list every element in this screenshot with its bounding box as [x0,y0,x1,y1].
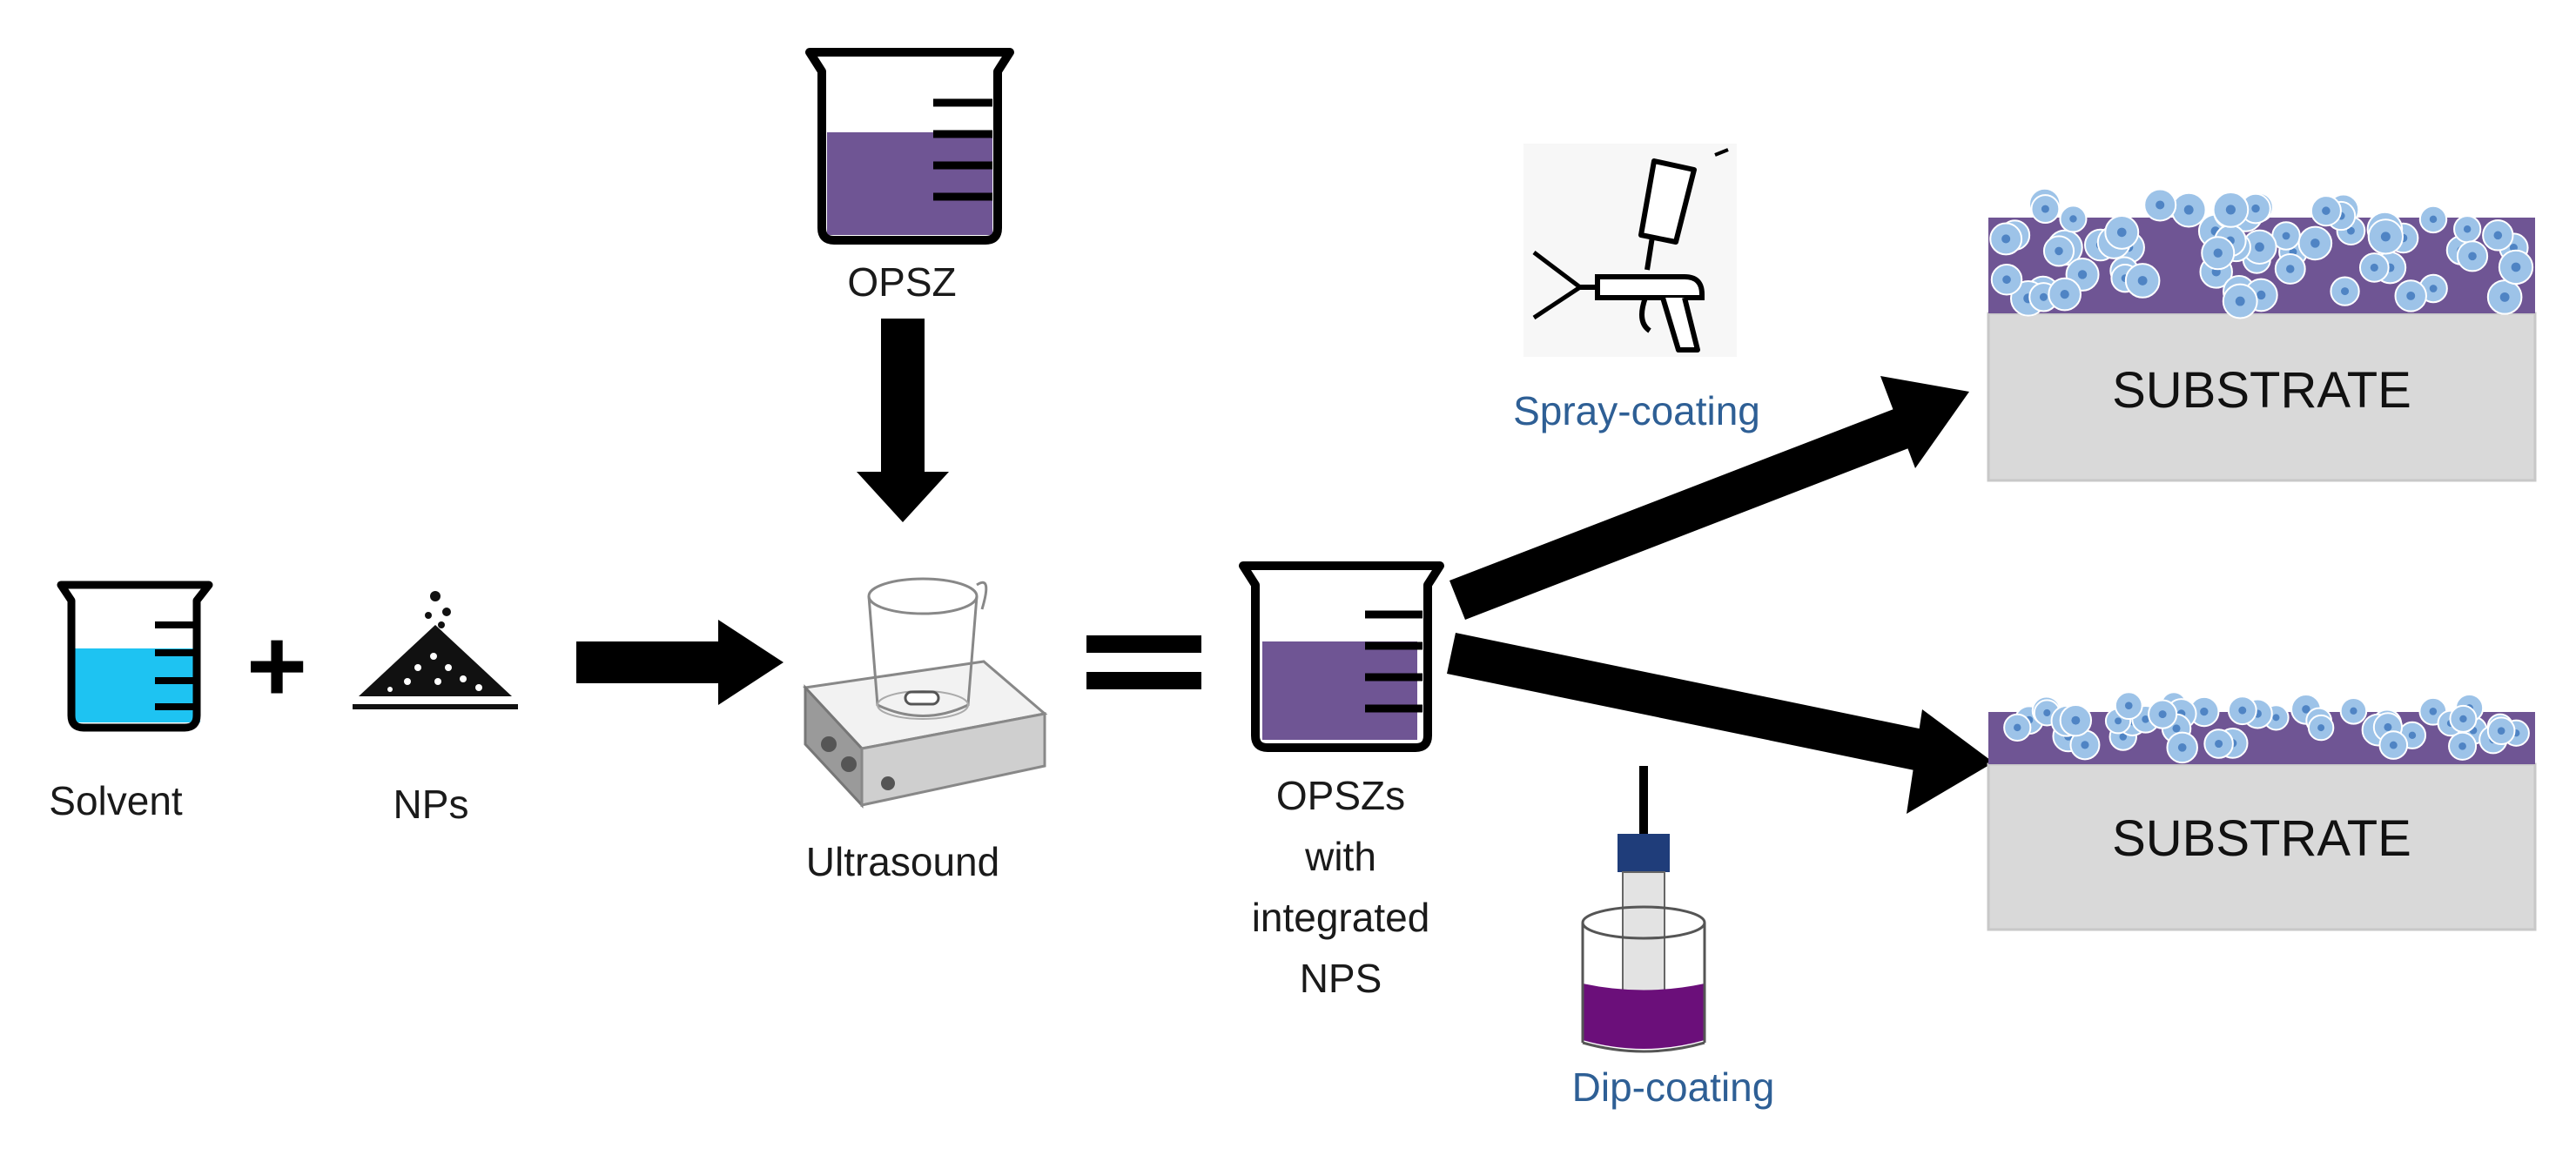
nanoparticle-core [2463,225,2472,233]
nanoparticle-core [2055,246,2063,256]
nanoparticle-core [2069,215,2077,223]
nanoparticle-core [2116,227,2127,238]
result-label-line1: OPSZs [1276,773,1405,818]
substrate-top-label: SUBSTRATE [2112,362,2411,419]
opsz-label: OPSZ [847,259,956,305]
nanoparticle-core [2255,242,2264,252]
nanoparticle-core [2158,710,2167,719]
nps-label: NPs [393,782,469,827]
spray-coating-label: Spray-coating [1513,388,1760,433]
result-label-line3: integrated [1252,895,1430,940]
nanoparticle-core [2322,206,2331,215]
dip-coated-substrate: SUBSTRATE [1987,691,2537,931]
nanoparticle-core [2497,727,2505,735]
nanoparticle-core [2251,204,2260,213]
equals-operator-text: = [0,0,1,1]
nanoparticle-core [2317,724,2325,732]
nanoparticle-core [2115,717,2122,725]
nanoparticle-core [2346,226,2355,235]
nanoparticle-core [2177,742,2187,752]
nanoparticle-core [2124,702,2133,709]
spray-coated-substrate: SUBSTRATE [1987,187,2537,482]
nanoparticle-core [2238,706,2247,715]
dip-particles [2003,691,2530,764]
nanoparticle-core [2310,238,2320,248]
nanoparticle-core [2429,707,2438,715]
ultrasound-label: Ultrasound [806,839,999,884]
nanoparticle-core [2200,707,2209,716]
dip-coating-label: Dip-coating [1572,1064,1775,1110]
result-beaker-icon [1239,561,1444,752]
nanoparticle-core [2156,200,2165,210]
nanoparticle-core [2302,705,2310,714]
nanoparticle-core [2511,262,2521,272]
dip-coater-icon [1581,766,1706,1053]
solvent-beaker-icon [57,581,213,732]
nanoparticle-core [2459,715,2467,723]
nanoparticle-core [2041,205,2049,213]
nanoparticle-core [2257,290,2266,300]
nanoparticle-core [2370,263,2378,272]
nanoparticle-core [2060,289,2069,299]
ultrasonic-bath-icon [802,577,1048,809]
nanoparticle-core [2458,742,2466,750]
nanoparticle-core [2380,232,2391,242]
nanoparticle-core [2119,733,2128,741]
nanoparticle-core [2285,265,2295,273]
arrow-to-spray-substrate [1449,376,1969,620]
solvent-label: Solvent [49,778,183,823]
spray-gun-icon [1523,144,1737,357]
nanoparticle-core [2137,276,2148,285]
nanoparticle-core [2172,724,2181,733]
nanoparticle-core [2406,291,2416,300]
arrow-to-dip-substrate [1447,633,1994,814]
arrow-to-ultrasound [576,620,784,705]
nanoparticle-core [2429,285,2438,292]
arrow-down-to-ultrasound [857,319,949,522]
nanoparticle-core [2235,296,2245,306]
nanoparticle-core [2142,715,2149,723]
nanoparticle-core [2225,205,2236,215]
nanoparticle-core [2077,270,2088,279]
nanoparticle-core [2039,292,2048,301]
substrate-bottom-label: SUBSTRATE [2112,810,2411,867]
nanoparticle-core [2282,232,2290,240]
nanoparticle-core [2350,707,2357,715]
nanoparticle-core [2384,722,2392,731]
nanoparticle-core [2468,252,2477,261]
nanoparticle-core [2014,723,2021,732]
nanoparticle-core [2429,215,2438,224]
spray-particles [1989,187,2534,319]
equals-operator [1086,635,1201,689]
nanoparticle-core [2499,292,2510,302]
nanoparticle-core [2341,287,2350,296]
nanoparticle-core [2001,234,2011,244]
nanoparticle-core [2071,715,2081,725]
opsz-beaker-icon [805,48,1014,245]
nanoparticle-core [2493,231,2503,240]
nanoparticle-core [2408,731,2417,740]
nanoparticle-core [2183,205,2194,215]
nanoparticle-core [2215,739,2223,749]
nanoparticle-core [2213,248,2223,258]
powder-pile-icon [353,591,518,709]
nanoparticle-core [2389,741,2398,749]
nanoparticle-core [2081,741,2089,749]
result-label-line4: NPS [1300,956,1382,1001]
nanoparticle-core [2043,708,2051,717]
plus-operator: + [246,608,307,724]
nanoparticle-core [2002,275,2011,285]
result-label-line2: with [1304,834,1376,879]
nanoparticle-core [2272,714,2280,722]
